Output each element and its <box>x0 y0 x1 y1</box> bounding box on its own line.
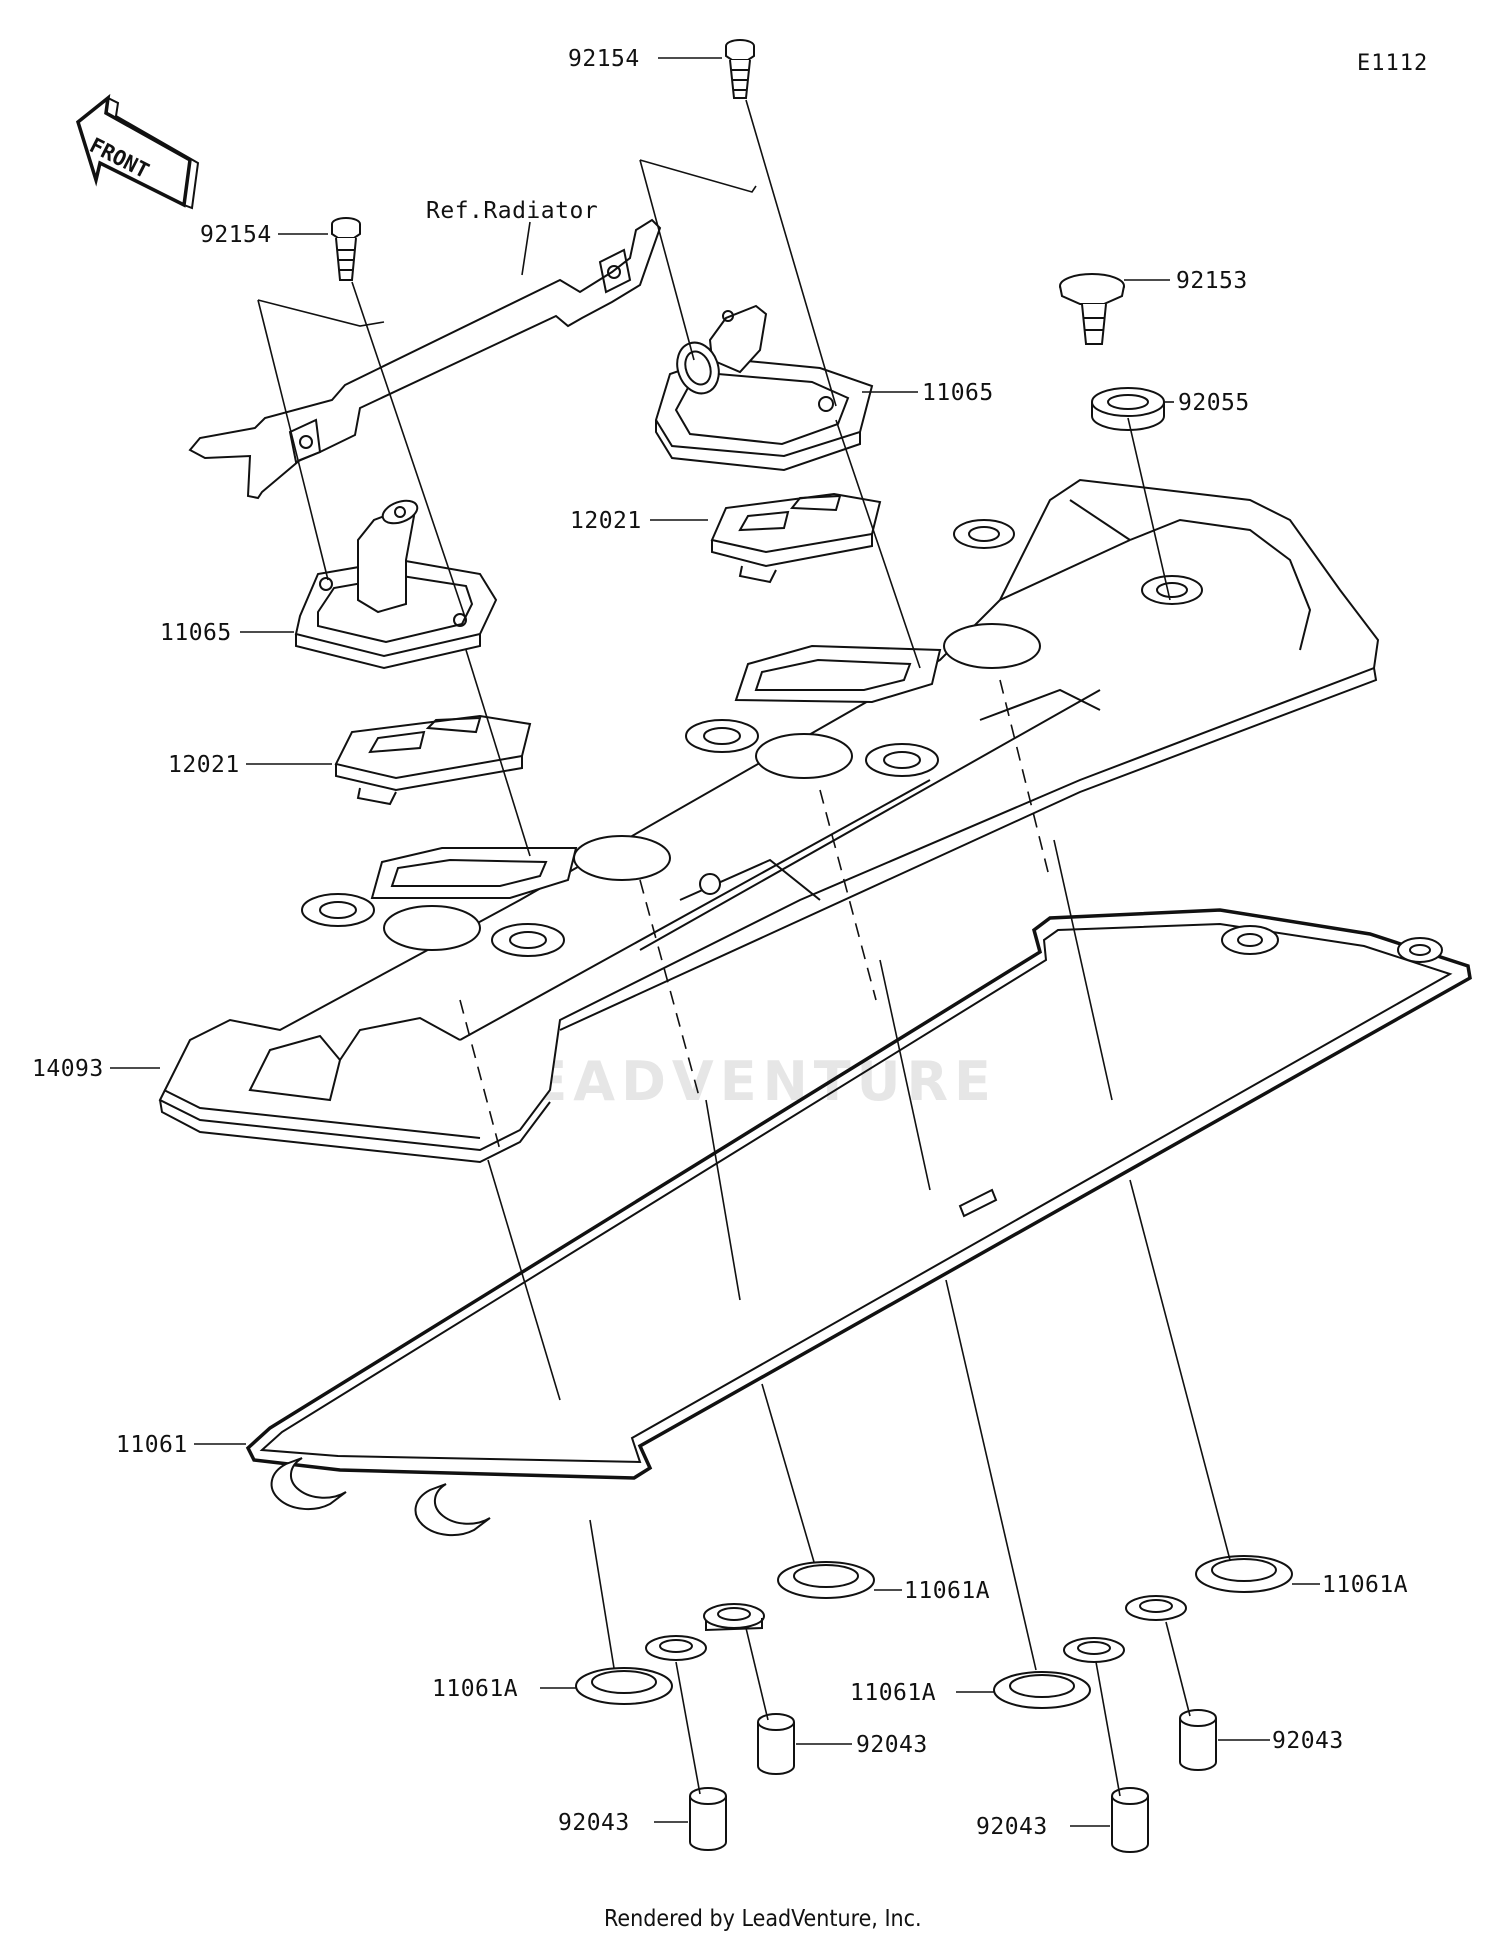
label-92043-3: 92043 <box>1272 1728 1344 1754</box>
head-cover-gasket-11061 <box>245 908 1472 1537</box>
dowel-pin-92043-1 <box>757 1713 795 1775</box>
ref-radiator-label: Ref.Radiator <box>426 198 598 224</box>
assembly-lines <box>257 99 1231 1797</box>
footer-credit: Rendered by LeadVenture, Inc. <box>604 1906 922 1932</box>
dowel-pin-92043-2 <box>689 1787 727 1851</box>
bolt-92153 <box>1059 273 1125 345</box>
figure-code: E1112 <box>1357 51 1428 76</box>
label-11061A-3: 11061A <box>1322 1572 1408 1598</box>
radiator-bracket <box>188 218 662 500</box>
label-11061A-1: 11061A <box>904 1578 990 1604</box>
label-92153: 92153 <box>1176 268 1248 294</box>
bolt-92154-top <box>725 39 755 99</box>
plug-gasket-11061A-1 <box>703 1561 875 1632</box>
plug-gasket-11061A-4 <box>993 1637 1125 1709</box>
label-12021-left: 12021 <box>168 752 240 778</box>
cylinder-head-cover-14093 <box>158 478 1380 1164</box>
gasket-12021-left <box>334 714 532 806</box>
label-92154-left: 92154 <box>200 222 272 248</box>
label-11061A-2: 11061A <box>432 1676 518 1702</box>
label-11065-left: 11065 <box>160 620 232 646</box>
bolt-92154-left <box>331 217 361 281</box>
label-11061A-4: 11061A <box>850 1680 936 1706</box>
breather-cover-11065-right <box>654 304 874 472</box>
label-11061: 11061 <box>116 1432 188 1458</box>
label-14093: 14093 <box>32 1056 104 1082</box>
plug-gasket-11061A-2 <box>575 1635 707 1705</box>
label-92043-4: 92043 <box>976 1814 1048 1840</box>
label-12021-top: 12021 <box>570 508 642 534</box>
breather-cover-11065-left <box>294 499 498 670</box>
dowel-pin-92043-3 <box>1179 1709 1217 1771</box>
label-92043-1: 92043 <box>856 1732 928 1758</box>
label-92043-2: 92043 <box>558 1810 630 1836</box>
watermark-text: LEADVENTURE <box>490 1050 997 1113</box>
plug-gasket-11061A-3 <box>1125 1555 1293 1621</box>
label-92055: 92055 <box>1178 390 1250 416</box>
dowel-pin-92043-4 <box>1111 1787 1149 1853</box>
gasket-12021-top <box>710 492 882 584</box>
label-11065-right: 11065 <box>922 380 994 406</box>
label-92154-top: 92154 <box>568 46 640 72</box>
front-arrow-icon: FRONT <box>75 93 200 210</box>
washer-92055 <box>1091 387 1165 431</box>
